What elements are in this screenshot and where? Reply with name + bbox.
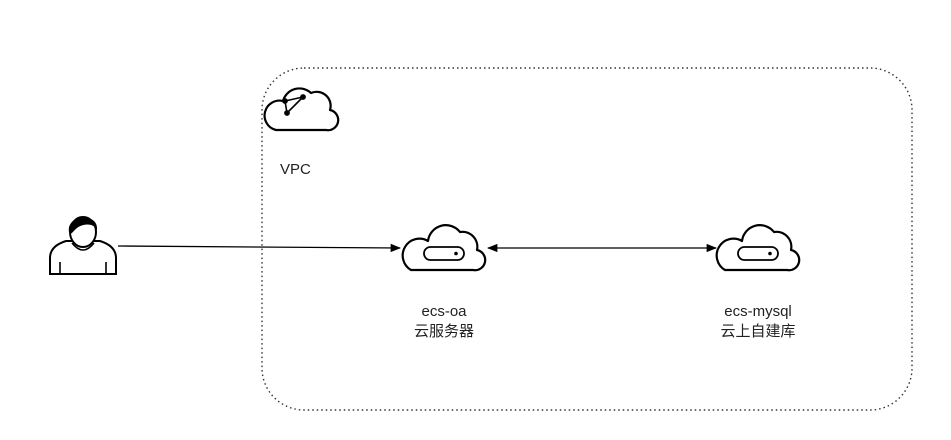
vpc-boundary: [261, 67, 913, 411]
user-to-ecs-oa-arrow: [117, 243, 402, 253]
ecs-mysql-desc: 云上自建库: [720, 323, 796, 340]
ecs-mysql-label: ecs-mysql 云上自建库: [698, 302, 818, 342]
ecs-mysql-cloud-server-icon: [715, 224, 801, 272]
vpc-label: VPC: [280, 161, 311, 178]
vpc-cloud-icon: [263, 87, 340, 132]
ecs-oa-name: ecs-oa: [421, 303, 467, 320]
ecs-mysql-name: ecs-mysql: [724, 303, 792, 320]
user-icon: [49, 216, 117, 275]
ecs-oa-desc: 云服务器: [413, 323, 474, 340]
ecs-oa-label: ecs-oa 云服务器: [384, 302, 504, 342]
ecs-oa-cloud-server-icon: [401, 224, 487, 272]
